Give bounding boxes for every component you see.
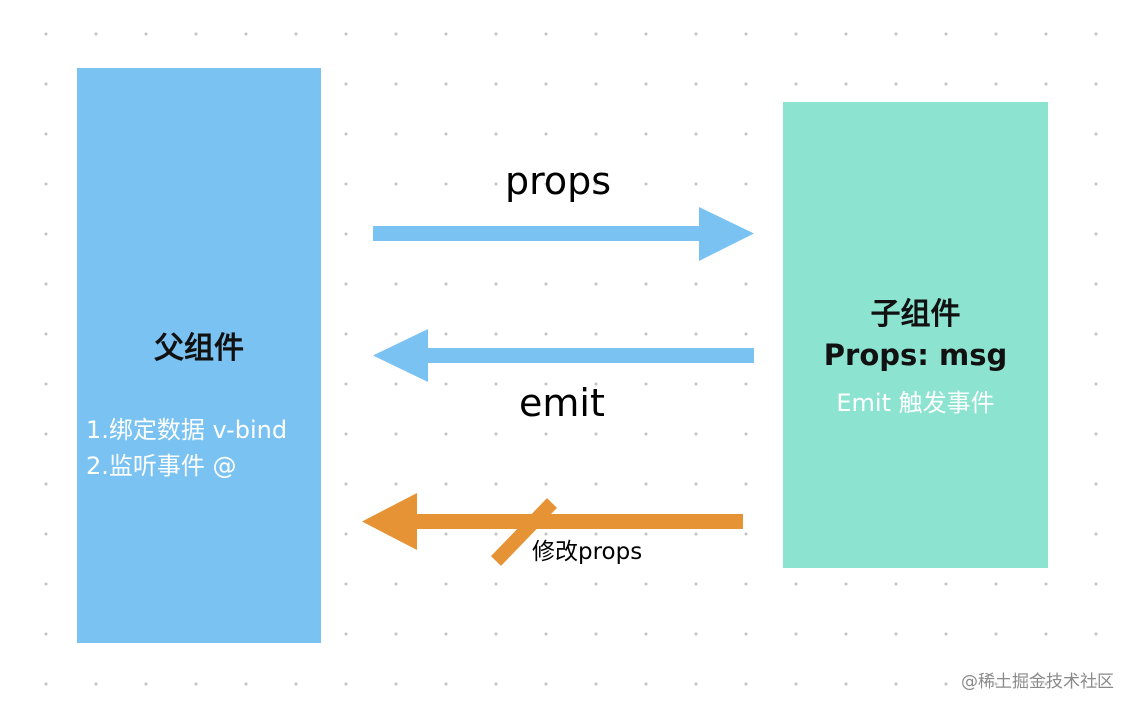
props-arrow-shaft bbox=[373, 226, 705, 241]
modify-props-arrow-shaft bbox=[408, 514, 743, 529]
modify-props-arrow bbox=[362, 493, 743, 566]
parent-component-title: 父组件 bbox=[154, 331, 244, 366]
emit-label: emit bbox=[519, 381, 605, 425]
modify-props-arrow-head bbox=[362, 493, 417, 550]
parent-note-line-2: 2.监听事件 @ bbox=[86, 452, 237, 480]
parent-note-line-1: 1.绑定数据 v-bind bbox=[86, 416, 288, 444]
parent-component-notes: 1.绑定数据 v-bind 2.监听事件 @ bbox=[86, 412, 287, 484]
child-component-box bbox=[783, 102, 1048, 568]
props-arrow-head bbox=[699, 207, 754, 261]
child-component-title: 子组件 bbox=[870, 297, 961, 332]
props-arrow bbox=[373, 207, 754, 261]
emit-arrow-head bbox=[373, 329, 428, 382]
props-label: props bbox=[505, 159, 612, 203]
modify-props-cross-mark bbox=[490, 498, 558, 566]
emit-arrow-shaft bbox=[420, 348, 754, 363]
modify-props-label: 修改props bbox=[532, 539, 643, 565]
emit-arrow bbox=[373, 329, 754, 382]
watermark-text: @稀土掘金技术社区 bbox=[961, 672, 1114, 692]
child-component-note: Emit 触发事件 bbox=[836, 389, 995, 417]
parent-component-box bbox=[77, 68, 321, 643]
child-component-props: Props: msg bbox=[823, 338, 1008, 372]
